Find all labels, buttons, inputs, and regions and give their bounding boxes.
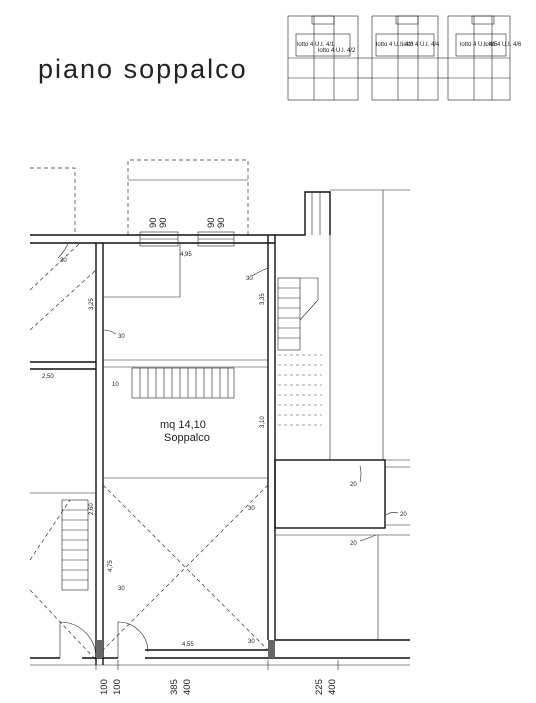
wall-thickness-label: 30 — [60, 258, 67, 264]
key-plan-unit-label: lotto 4 U.I. 4/3 — [376, 42, 414, 48]
dim-bottom: 100 — [112, 679, 123, 695]
key-plan-block-3 — [447, 15, 511, 101]
dim-bottom: 225 — [314, 679, 325, 695]
wall-thickness-label: 30 — [118, 334, 125, 340]
key-plan-block-1 — [287, 15, 359, 101]
dim-v-center: 3,10 — [260, 416, 266, 428]
dim-v-stair: 2,60 — [89, 503, 95, 515]
wall-thickness-label: 10 — [112, 382, 119, 388]
wall-thickness-label: 20 — [350, 541, 357, 547]
wall-thickness-label: 30 — [118, 586, 125, 592]
key-plan-unit-label: lotto 4 U.I. 4/5 — [460, 42, 498, 48]
room-name-label: Soppalco — [164, 432, 210, 444]
dim-window-top-right: 9090 — [206, 217, 227, 228]
stair-soppalco — [131, 367, 235, 399]
key-plan-unit-label: lotto 4 U.I. 4/4 — [402, 42, 440, 48]
dim-v-lower: 4,75 — [108, 560, 114, 572]
dim-level-left: 2,50 — [42, 374, 54, 380]
key-plan: lotto 4 U.I. 4/1 lotto 4 U.I. 4/2 lotto … — [287, 15, 522, 101]
key-plan-unit-label: lotto 4 U.I. 4/6 — [484, 42, 522, 48]
door-swing-left — [59, 621, 97, 659]
dim-h-top: 4,95 — [180, 252, 192, 258]
key-plan-unit-label: lotto 4 U.I. 4/2 — [318, 48, 356, 54]
dim-v-right: 3,35 — [260, 293, 266, 305]
dim-bottom: 400 — [182, 679, 193, 695]
dim-bottom: 100 — [99, 679, 110, 695]
wall-thickness-label: 20 — [350, 482, 357, 488]
main-plan — [29, 159, 410, 670]
door-swing-right — [117, 621, 149, 658]
drawing-title: piano soppalco — [38, 54, 248, 84]
key-plan-block-2 — [371, 15, 439, 101]
dim-h-bottom: 4,55 — [182, 642, 194, 648]
stair-right — [277, 277, 322, 426]
room-area-label: mq 14,10 — [160, 419, 206, 431]
wall-thickness-label: 30 — [248, 506, 255, 512]
dim-window-top-left: 9090 — [148, 217, 169, 228]
wall-thickness-label: 30 — [246, 276, 253, 282]
stair-left-lower — [61, 499, 89, 591]
wall-thickness-label: 20 — [400, 512, 407, 518]
wall-thickness-label: 30 — [248, 639, 255, 645]
dim-v-left: 3,25 — [89, 298, 95, 310]
dim-bottom: 385 — [169, 679, 180, 695]
dim-bottom: 400 — [327, 679, 338, 695]
key-plan-unit-label: lotto 4 U.I. 4/1 — [297, 42, 335, 48]
